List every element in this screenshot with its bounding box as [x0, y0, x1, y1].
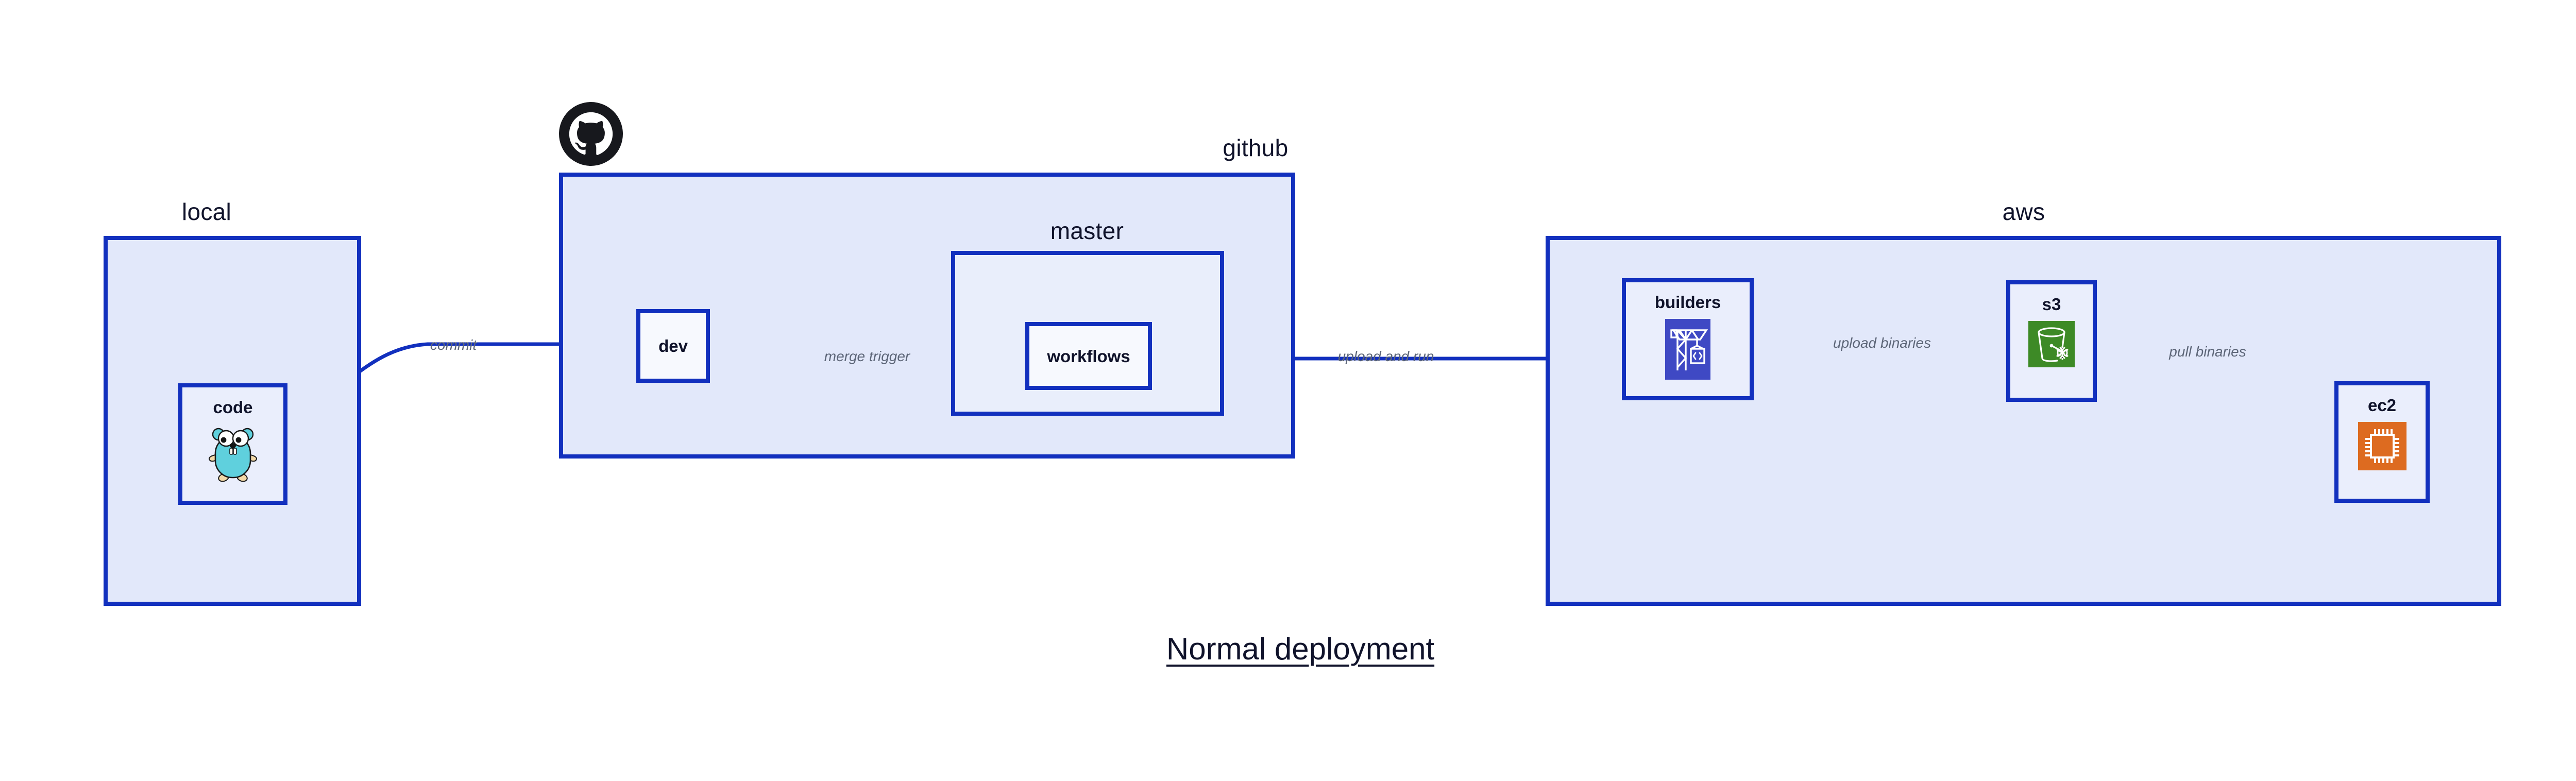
- group-label-aws: aws: [2002, 198, 2045, 225]
- go-gopher-icon: [205, 424, 261, 486]
- node-label-dev: dev: [658, 336, 688, 355]
- aws-ec2-chip-icon: [2358, 422, 2406, 473]
- node-label-s3: s3: [2042, 295, 2061, 314]
- edge-label-upload-and-run: upload and run: [1337, 348, 1434, 364]
- node-s3[interactable]: s3: [2006, 280, 2097, 402]
- aws-s3-bucket-icon: [2028, 321, 2075, 370]
- edge-label-merge-trigger: merge trigger: [821, 349, 913, 364]
- node-builders[interactable]: builders: [1622, 278, 1754, 400]
- node-label-builders: builders: [1654, 293, 1721, 312]
- aws-codebuild-crane-icon: [1665, 319, 1710, 382]
- edge-label-pull-binaries: pull binaries: [2166, 345, 2249, 359]
- github-octocat-logo: [559, 102, 623, 168]
- node-dev[interactable]: dev: [636, 309, 710, 383]
- node-label-code: code: [213, 398, 253, 417]
- node-ec2[interactable]: ec2: [2334, 381, 2430, 503]
- node-label-workflows: workflows: [1047, 346, 1130, 366]
- node-label-ec2: ec2: [2367, 396, 2397, 415]
- node-code[interactable]: code: [178, 383, 287, 505]
- edge-label-commit: commit: [430, 337, 477, 353]
- group-label-master: master: [1050, 217, 1124, 244]
- group-label-github: github: [1223, 134, 1289, 161]
- diagram-title: Normal deployment: [1166, 632, 1435, 666]
- edge-label-upload-binaries: upload binaries: [1830, 336, 1934, 350]
- node-workflows[interactable]: workflows: [1025, 322, 1152, 390]
- group-label-local: local: [181, 198, 232, 225]
